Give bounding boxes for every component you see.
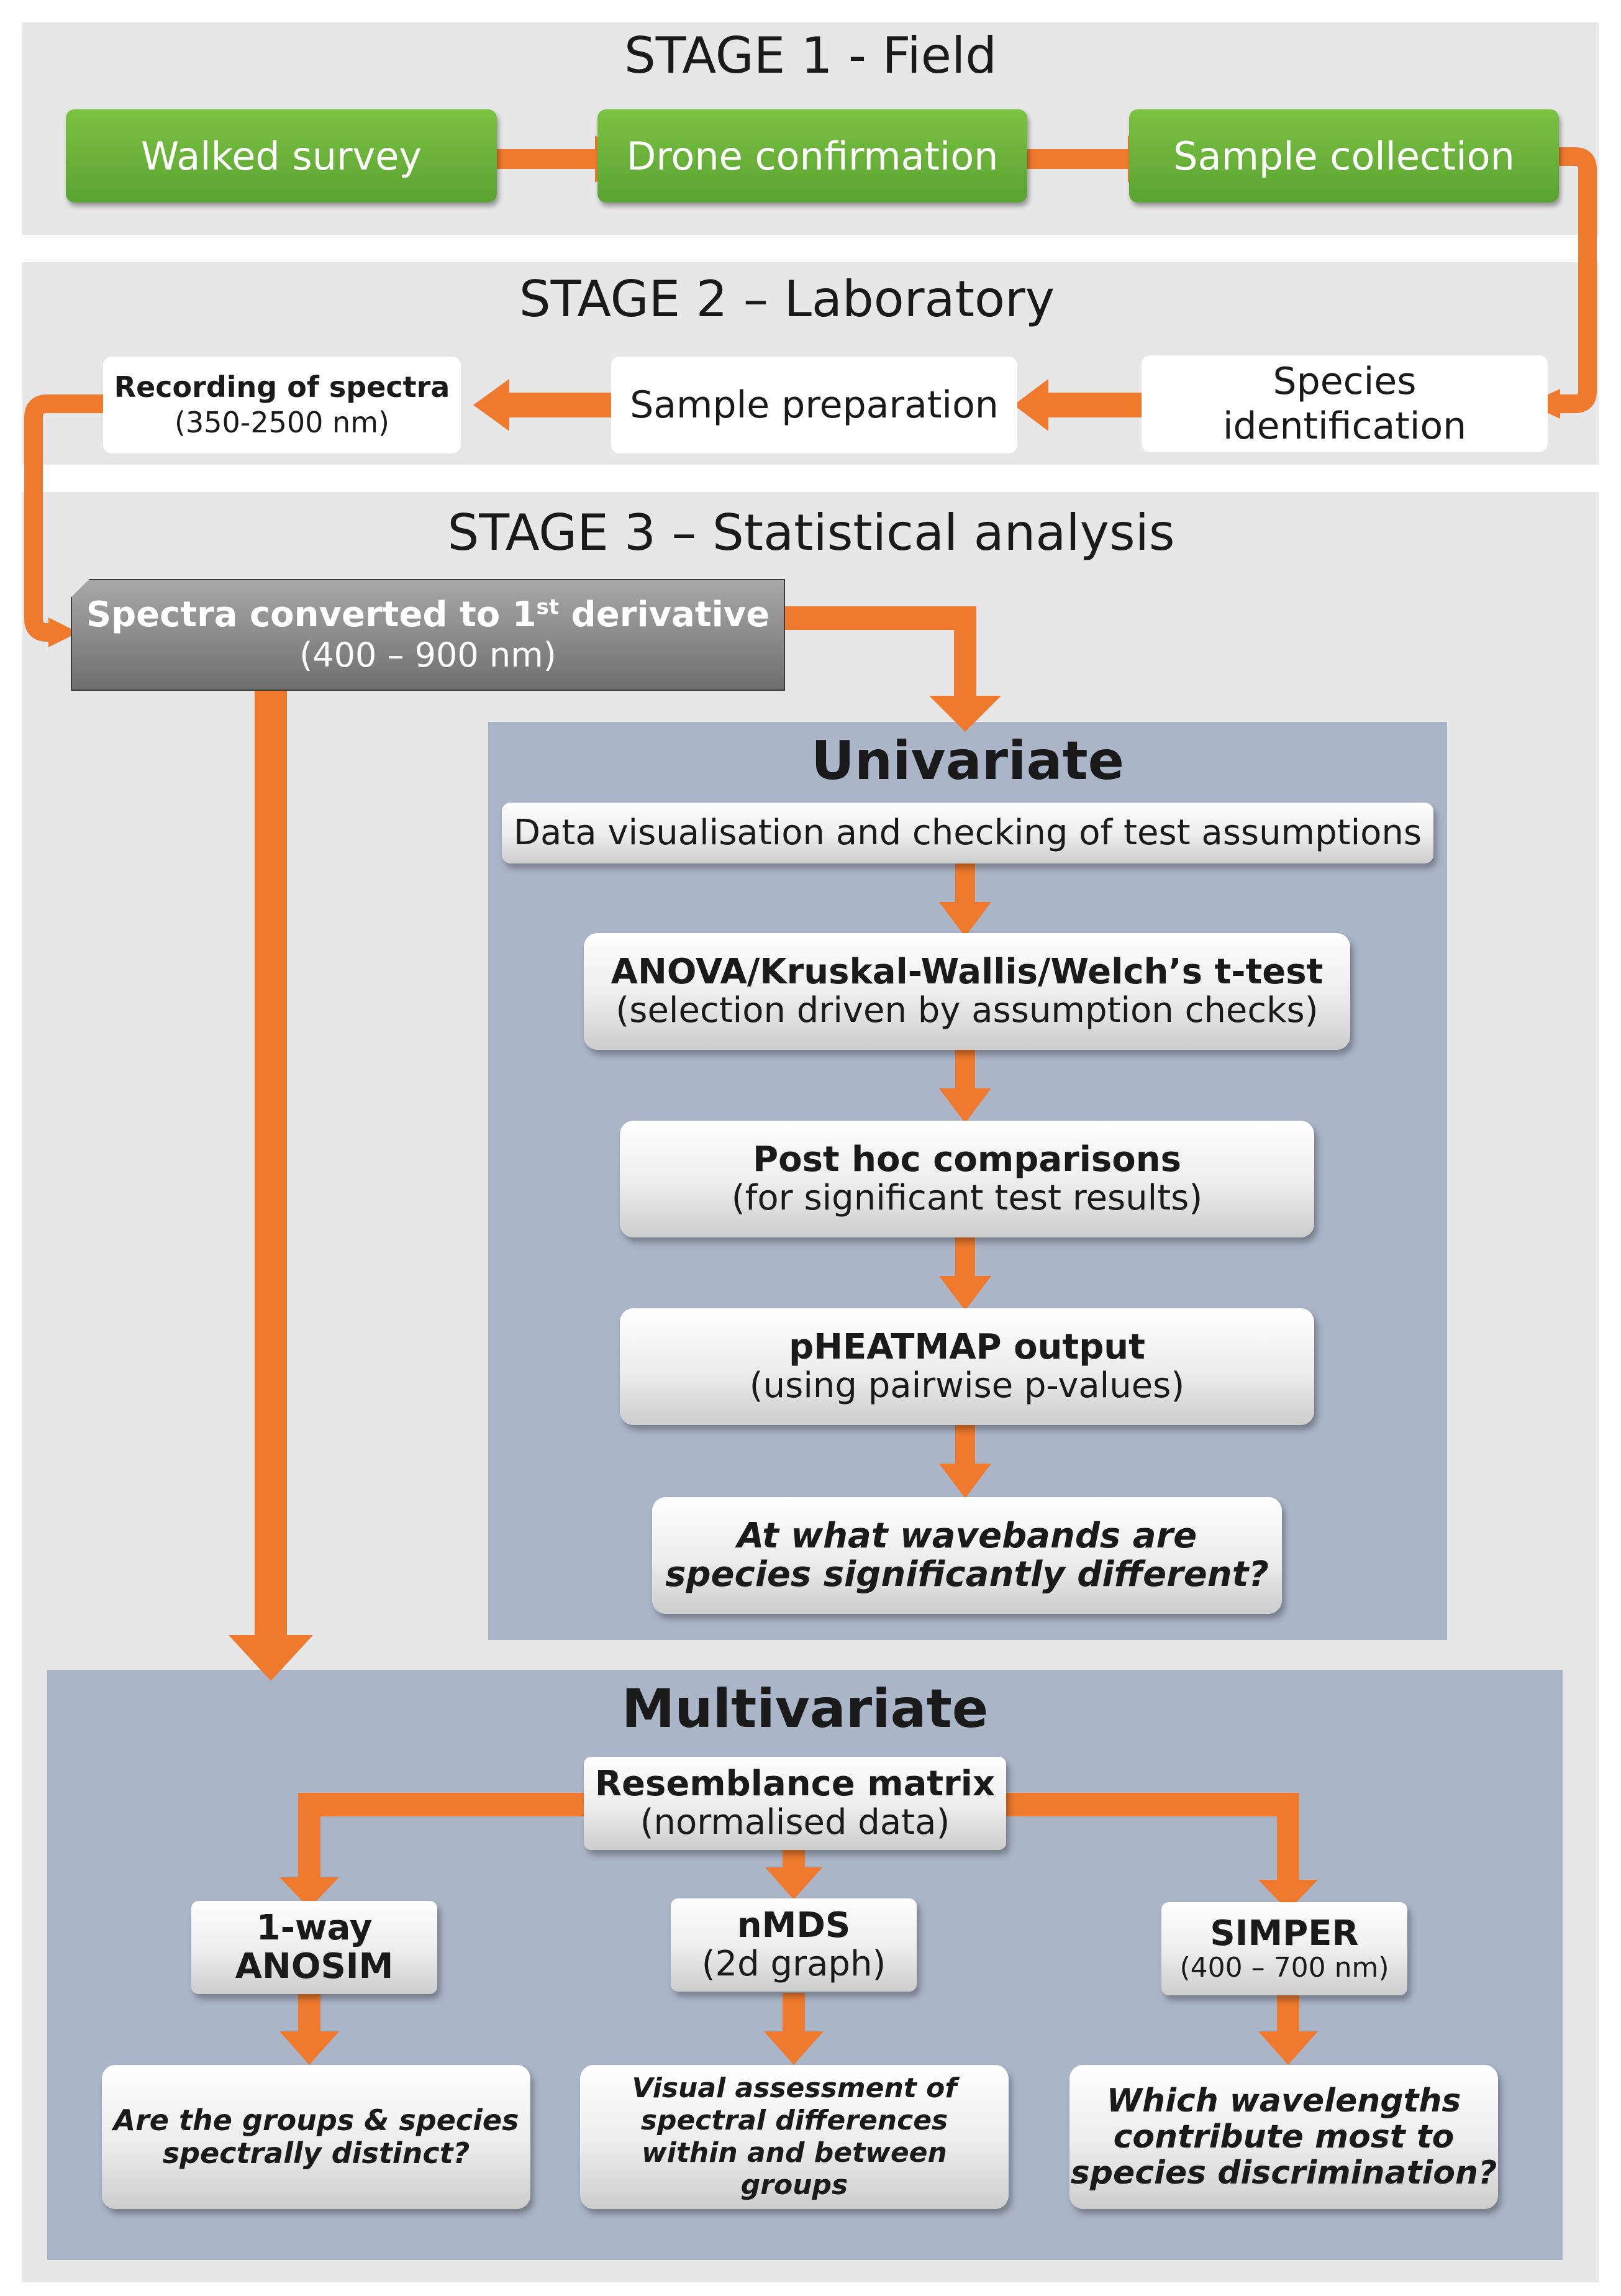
arrow-simper-to-question: [1258, 1995, 1318, 2065]
arrow-visualisation-to-tests: [939, 863, 991, 937]
derivative-line1: Spectra converted to 1st derivative: [86, 594, 770, 636]
arrow-derivative-to-univariate: [784, 606, 1001, 732]
resemblance-matrix-box: Resemblance matrix (normalised data): [584, 1757, 1006, 1850]
arrow-walked-to-drone: [497, 135, 629, 183]
tests-box: ANOVA/Kruskal-Wallis/Welch’s t-test (sel…: [584, 933, 1350, 1050]
drone-confirmation-box: Drone confirmation: [597, 109, 1027, 203]
arrow-resemblance-to-simper: [1004, 1793, 1318, 1911]
post-hoc-line1: Post hoc comparisons: [753, 1139, 1181, 1180]
arrow-posthoc-to-pheatmap: [939, 1237, 991, 1311]
resemblance-line2: (normalised data): [640, 1802, 950, 1843]
pheatmap-box: pHEATMAP output (using pairwise p-values…: [620, 1308, 1314, 1425]
pheatmap-line1: pHEATMAP output: [789, 1327, 1145, 1368]
recording-of-spectra-line1: Recording of spectra: [114, 370, 450, 404]
simper-box: SIMPER (400 – 700 nm): [1161, 1902, 1407, 1995]
univariate-question-line2: species significantly different?: [665, 1554, 1269, 1595]
arrow-preparation-to-recording: [473, 379, 611, 431]
pheatmap-line2: (using pairwise p-values): [749, 1365, 1185, 1406]
post-hoc-box: Post hoc comparisons (for significant te…: [620, 1121, 1314, 1237]
connector-stage1-to-stage2: [1556, 147, 1597, 413]
sample-collection-box: Sample collection: [1129, 109, 1559, 203]
recording-of-spectra-line2: (350-2500 nm): [175, 406, 389, 439]
arrow-derivative-to-multivariate: [229, 690, 313, 1681]
connector-stage2-to-stage3: [24, 394, 107, 642]
arrow-species-to-preparation: [1014, 379, 1142, 431]
simper-question-line2: contribute most to: [1113, 2118, 1455, 2156]
nmds-question-line4: groups: [740, 2169, 848, 2201]
stage2-title: STAGE 2 – Laboratory: [519, 270, 1055, 328]
data-visualisation-box: Data visualisation and checking of test …: [502, 803, 1433, 863]
simper-question-box: Which wavelengths contribute most to spe…: [1069, 2065, 1498, 2209]
nmds-line2: (2d graph): [701, 1944, 886, 1984]
nmds-question-line1: Visual assessment of: [632, 2072, 957, 2105]
arrow-drone-to-sample: [1027, 135, 1161, 183]
nmds-question-line3: within and between: [642, 2137, 947, 2169]
simper-question-line1: Which wavelengths: [1106, 2082, 1461, 2120]
sample-preparation-box: Sample preparation: [611, 357, 1017, 453]
tests-line1: ANOVA/Kruskal-Wallis/Welch’s t-test: [611, 952, 1324, 993]
nmds-question-line2: spectral differences: [640, 2105, 948, 2137]
multivariate-title: Multivariate: [621, 1678, 989, 1740]
derivative-line2: (400 – 900 nm): [299, 636, 556, 675]
post-hoc-line2: (for significant test results): [731, 1178, 1203, 1218]
data-visualisation-label: Data visualisation and checking of test …: [513, 813, 1422, 854]
arrow-resemblance-to-anosim: [279, 1793, 584, 1908]
walked-survey-box: Walked survey: [66, 109, 497, 203]
univariate-question-box: At what wavebands are species significan…: [652, 1497, 1282, 1614]
arrow-nmds-to-question: [764, 1993, 824, 2065]
arrow-pheatmap-to-question: [939, 1425, 991, 1498]
arrow-tests-to-posthoc: [939, 1050, 991, 1123]
anosim-question-line1: Are the groups & species: [113, 2103, 519, 2138]
anosim-question-line2: spectrally distinct?: [162, 2136, 470, 2170]
anosim-question-box: Are the groups & species spectrally dist…: [102, 2065, 530, 2209]
recording-of-spectra-box: Recording of spectra (350-2500 nm): [103, 357, 461, 453]
nmds-question-box: Visual assessment of spectral difference…: [580, 2065, 1009, 2209]
sample-preparation-label: Sample preparation: [630, 383, 999, 427]
species-identification-box: Species identification: [1142, 355, 1548, 452]
anosim-line2: ANOSIM: [235, 1946, 394, 1987]
nmds-line1: nMDS: [737, 1905, 851, 1946]
univariate-question-line1: At what wavebands are: [737, 1516, 1197, 1557]
anosim-box: 1-way ANOSIM: [191, 1901, 437, 1994]
stage1-title: STAGE 1 - Field: [624, 27, 997, 84]
arrow-resemblance-to-nmds: [765, 1849, 822, 1900]
simper-line2: (400 – 700 nm): [1179, 1951, 1389, 1984]
arrow-anosim-to-question: [279, 1993, 339, 2065]
species-identification-line1: Species: [1273, 360, 1417, 403]
simper-line1: SIMPER: [1210, 1913, 1359, 1954]
derivative-line1-text: Spectra converted to 1: [86, 594, 537, 635]
univariate-title: Univariate: [811, 730, 1124, 792]
derivative-box: Spectra converted to 1st derivative (400…: [71, 579, 785, 691]
resemblance-line1: Resemblance matrix: [594, 1764, 996, 1805]
simper-question-line3: species discrimination?: [1070, 2154, 1497, 2192]
nmds-box: nMDS (2d graph): [671, 1898, 917, 1992]
derivative-line1-suffix: derivative: [559, 594, 770, 635]
stage3-title: STAGE 3 – Statistical analysis: [447, 504, 1175, 562]
species-identification-line2: identification: [1222, 404, 1467, 448]
tests-line2: (selection driven by assumption checks): [615, 990, 1319, 1031]
derivative-superscript: st: [536, 594, 560, 620]
connector-stage2-to-stage3-head: [48, 617, 78, 647]
anosim-line1: 1-way: [256, 1908, 373, 1949]
